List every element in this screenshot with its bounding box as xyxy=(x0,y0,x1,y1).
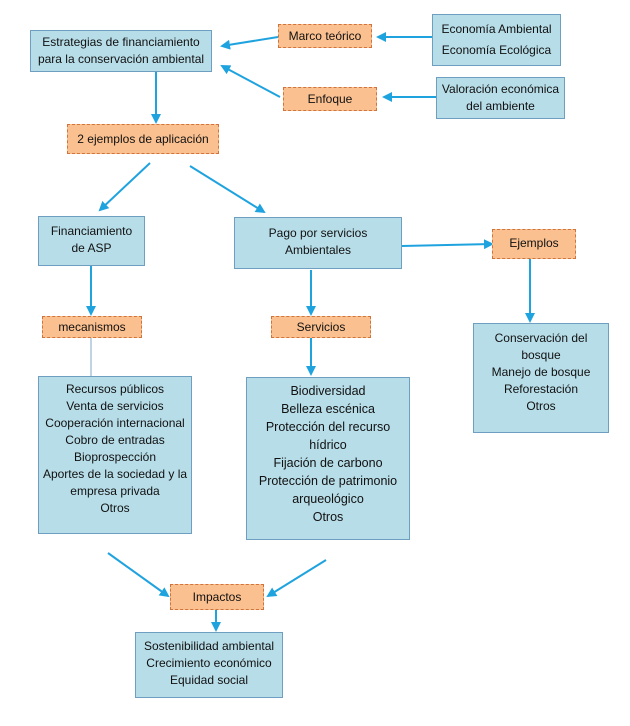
list-item: Conservación del xyxy=(494,331,588,345)
node-mecanismos: mecanismos xyxy=(42,316,142,338)
list-item: arqueológico xyxy=(292,492,364,506)
list-item: Belleza escénica xyxy=(281,402,375,416)
node-estrategias-line: Estrategias de financiamiento xyxy=(42,35,200,49)
node-lista-impactos: Sostenibilidad ambiental Crecimiento eco… xyxy=(135,632,283,698)
list-item: Crecimiento económico xyxy=(146,656,272,670)
list-item: Reforestación xyxy=(503,382,579,396)
arrow-ejemplos-to-asp xyxy=(98,162,151,212)
list-item: Otros xyxy=(100,501,130,515)
list-item: empresa privada xyxy=(70,484,160,498)
arrow-asp-to-impactos xyxy=(107,552,170,598)
list-item: Protección de patrimonio xyxy=(258,474,398,488)
node-enfoque-label: Enfoque xyxy=(307,92,353,106)
list-item: Protección del recurso xyxy=(265,420,391,434)
list-item: Recursos públicos xyxy=(65,382,165,396)
node-lista-mecanismos: Recursos públicos Venta de servicios Coo… xyxy=(38,376,192,534)
node-financiamiento-asp-line: Financiamiento xyxy=(50,224,133,238)
list-item: Bioprospección xyxy=(73,450,157,464)
node-ejemplos: Ejemplos xyxy=(492,229,576,259)
node-2-ejemplos-label: 2 ejemplos de aplicación xyxy=(77,132,209,146)
node-enfoque: Enfoque xyxy=(283,87,377,111)
list-item: hídrico xyxy=(309,438,347,452)
list-item: Biodiversidad xyxy=(290,384,366,398)
node-economias-line: Economía Ecológica xyxy=(441,43,552,57)
node-servicios-label: Servicios xyxy=(296,320,346,334)
node-2-ejemplos-de-aplicacion: 2 ejemplos de aplicación xyxy=(67,124,219,154)
list-item: Sostenibilidad ambiental xyxy=(143,639,275,653)
node-economias-line: Economía Ambiental xyxy=(441,22,552,36)
list-item: Otros xyxy=(526,399,556,413)
node-financiamiento-asp: Financiamiento de ASP xyxy=(38,216,145,266)
list-item: Cooperación internacional xyxy=(45,416,185,430)
node-impactos: Impactos xyxy=(170,584,264,610)
arrow-marco-to-estrategias xyxy=(220,36,279,50)
node-valoracion-line: del ambiente xyxy=(466,99,535,113)
node-estrategias-line: para la conservación ambiental xyxy=(37,52,205,66)
node-servicios: Servicios xyxy=(271,316,371,338)
list-item: bosque xyxy=(521,348,561,362)
node-pago-por-servicios: Pago por servicios Ambientales xyxy=(234,217,402,269)
arrow-servicios-to-impactos xyxy=(266,559,327,598)
node-valoracion: Valoración económica del ambiente xyxy=(436,77,565,119)
arrow-ejemplos-to-pago xyxy=(189,165,266,214)
list-item: Otros xyxy=(312,510,344,524)
node-lista-servicios: Biodiversidad Belleza escénica Protecció… xyxy=(246,377,410,540)
node-mecanismos-label: mecanismos xyxy=(58,320,126,334)
node-financiamiento-asp-line: de ASP xyxy=(71,241,112,255)
node-lista-ejemplos: Conservación del bosque Manejo de bosque… xyxy=(473,323,609,433)
list-item: Manejo de bosque xyxy=(491,365,591,379)
node-marco-teorico-label: Marco teórico xyxy=(288,29,362,43)
node-impactos-label: Impactos xyxy=(192,590,242,604)
node-valoracion-line: Valoración económica xyxy=(441,82,560,96)
node-ejemplos-label: Ejemplos xyxy=(509,236,559,250)
arrow-enfoque-to-estrategias xyxy=(220,65,281,98)
list-item: Fijación de carbono xyxy=(273,456,383,470)
node-economias: Economía Ambiental Economía Ecológica xyxy=(432,14,561,66)
list-item: Aportes de la sociedad y la xyxy=(42,467,188,481)
list-item: Equidad social xyxy=(169,673,249,687)
node-pago-por-servicios-line: Ambientales xyxy=(284,243,352,257)
node-estrategias: Estrategias de financiamiento para la co… xyxy=(30,30,212,72)
list-item: Cobro de entradas xyxy=(65,433,165,447)
node-pago-por-servicios-line: Pago por servicios xyxy=(268,226,368,240)
list-item: Venta de servicios xyxy=(66,399,164,413)
node-marco-teorico: Marco teórico xyxy=(278,24,372,48)
arrow-pago-to-ejemplos xyxy=(401,239,494,250)
